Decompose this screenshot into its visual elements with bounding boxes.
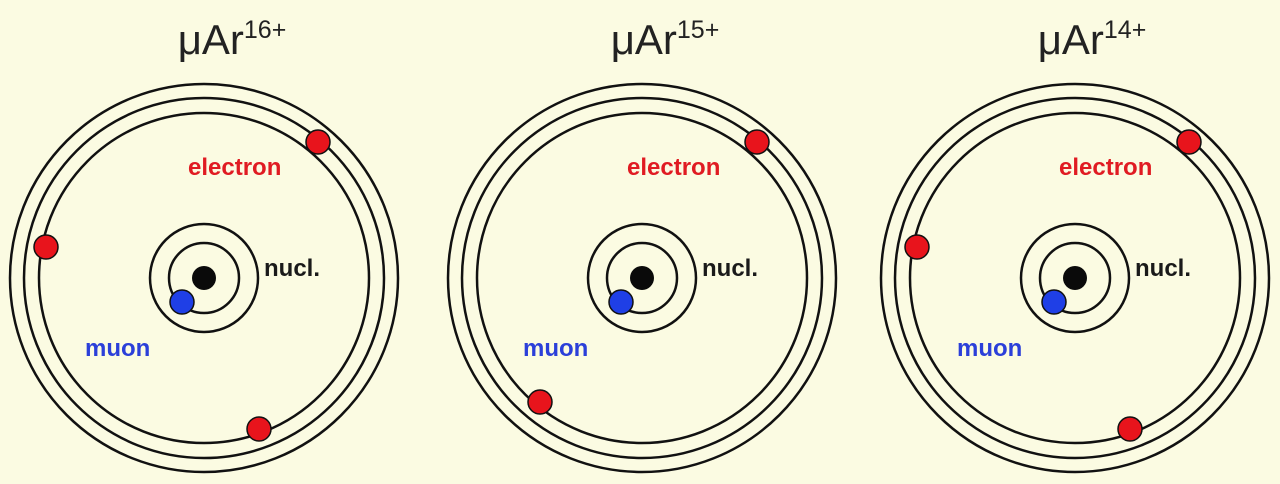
atom-2-electron [744,129,770,155]
atom-1-muon [169,289,195,315]
atom-3-title: μAr14+ [1038,16,1147,63]
atom-1-outer-orbits [8,82,400,474]
atom-1: μAr16+ electron nucl. muon [8,16,400,474]
atom-3-nucleus-label: nucl. [1135,255,1191,282]
atom-3-charge: 14+ [1104,16,1146,44]
atom-1-muon-orbit-outer [148,222,260,334]
atom-2-electron-label: electron [627,154,720,181]
atom-3-electron-orbit-middle [893,96,1257,460]
atom-1-symbol: μAr [178,16,244,63]
atom-3-electron [904,234,930,260]
atom-3-symbol: μAr [1038,16,1104,63]
atom-2-electron-orbit-inner [475,111,809,445]
atom-3-electron-orbit-inner [908,111,1242,445]
atom-2-inner-orbits [586,222,698,334]
atom-1-electron-orbit-inner [37,111,371,445]
atom-3: μAr14+ electron nucl. muon [879,16,1271,474]
atom-2-electron-orbit-middle [460,96,824,460]
atom-1-electron [305,129,331,155]
atom-2: μAr15+ electron nucl. muon [446,16,838,474]
atom-1-title: μAr16+ [178,16,287,63]
atom-3-muon-label: muon [957,335,1022,362]
atom-1-nucleus-label: nucl. [264,255,320,282]
atom-1-charge: 16+ [244,16,286,44]
atom-2-title: μAr15+ [611,16,720,63]
atom-3-outer-orbits [879,82,1271,474]
atom-3-muon [1041,289,1067,315]
atom-2-nucleus [630,266,654,290]
atom-3-electron [1117,416,1143,442]
atom-2-muon-label: muon [523,335,588,362]
atom-2-muon [608,289,634,315]
atom-1-electron-orbit-middle [22,96,386,460]
atom-1-inner-orbits [148,222,260,334]
atom-1-muon-orbit-inner [167,241,241,315]
atom-1-muon-label: muon [85,335,150,362]
atom-1-electron [246,416,272,442]
atom-3-muon-orbit-outer [1019,222,1131,334]
atom-3-electron [1176,129,1202,155]
atom-2-nucleus-label: nucl. [702,255,758,282]
atom-2-electron-orbit-outer [446,82,838,474]
atom-3-electron-orbit-outer [879,82,1271,474]
atom-2-symbol: μAr [611,16,677,63]
atom-2-electron [527,389,553,415]
atom-2-outer-orbits [446,82,838,474]
atom-2-muon-orbit-inner [605,241,679,315]
atom-3-electron-label: electron [1059,154,1152,181]
atom-2-charge: 15+ [677,16,719,44]
atom-1-electron-orbit-outer [8,82,400,474]
atom-1-electron [33,234,59,260]
atom-1-electron-label: electron [188,154,281,181]
atom-3-muon-orbit-inner [1038,241,1112,315]
atom-3-inner-orbits [1019,222,1131,334]
atom-3-nucleus [1063,266,1087,290]
atom-2-muon-orbit-outer [586,222,698,334]
atom-1-nucleus [192,266,216,290]
